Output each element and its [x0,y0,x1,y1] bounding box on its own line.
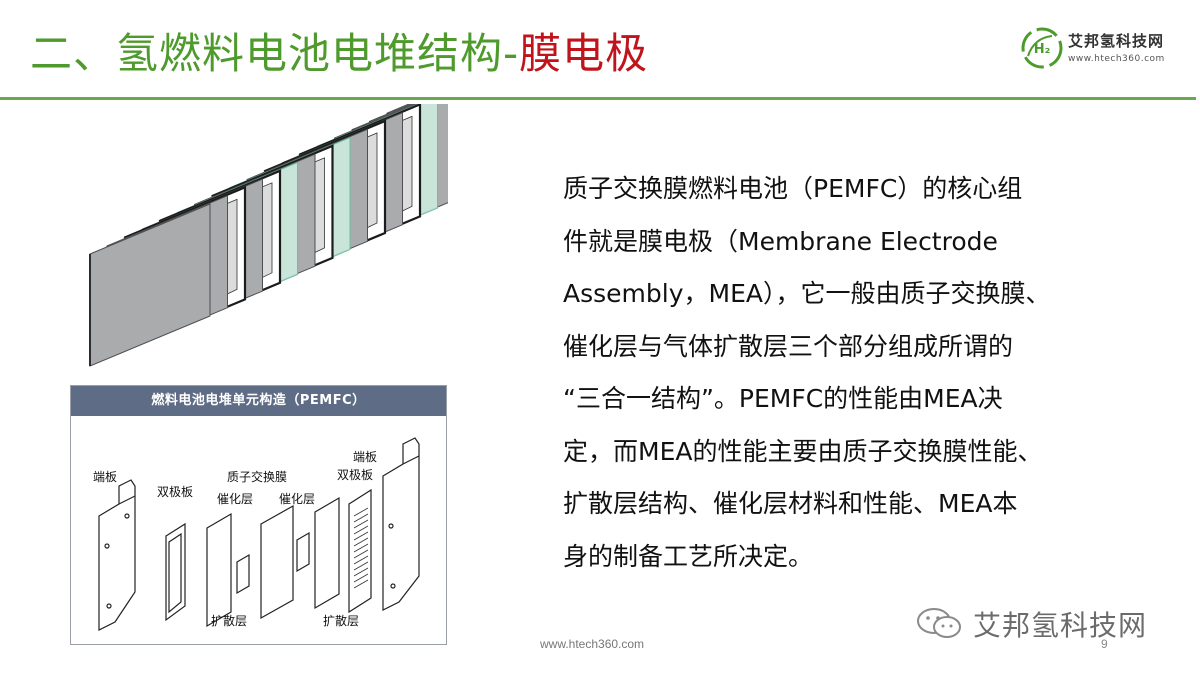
logo-mark-text: H₂ [1034,42,1051,57]
label-end-plate-right: 端板 [353,450,378,464]
slide-title: 二、氢燃料电池电堆结构-膜电极 [30,20,648,81]
slide-title-main: 二、氢燃料电池电堆结构- [30,29,520,78]
slide-title-accent: 膜电极 [519,29,649,78]
body-line: Assembly，MEA），它一般由质子交换膜、 [563,279,1051,308]
label-diffusion-left: 扩散层 [211,614,248,628]
page-number: 9 [1101,637,1108,651]
body-line: 质子交换膜燃料电池（PEMFC）的核心组 [563,174,1023,203]
wechat-icon [917,608,961,638]
label-end-plate-left: 端板 [93,470,118,484]
label-membrane: 质子交换膜 [227,470,288,484]
brand-logo: H₂ 艾邦氢科技网 www.htech360.com [1020,24,1180,72]
label-bipolar-right: 双极板 [337,468,374,482]
end-plate-left-shape [98,479,136,631]
diagram-header: 燃料电池电堆单元构造（PEMFC） [71,386,446,416]
bipolar-plate-left-shape [165,522,186,622]
watermark-text: 艾邦氢科技网 [973,609,1148,642]
membrane-shape [260,504,294,620]
label-bipolar-left: 双极板 [157,485,194,499]
h2-leaf-logo-icon: H₂ [1021,27,1063,69]
catalyst-left-shape [236,553,250,595]
footer-url: www.htech360.com [540,637,645,651]
body-line: 定，而MEA的性能主要由质子交换膜性能、 [563,436,1043,466]
label-diffusion-right: 扩散层 [323,614,360,628]
body-line: 扩散层结构、催化层材料和性能、MEA本 [563,489,1018,518]
body-line: “三合一结构”。PEMFC的性能由MEA决 [563,384,1003,413]
logo-name: 艾邦氢科技网 [1068,32,1165,50]
body-paragraph: 质子交换膜燃料电池（PEMFC）的核心组 件就是膜电极（Membrane Ele… [563,163,1163,583]
label-catalyst-right: 催化层 [279,492,316,506]
title-divider [0,97,1196,100]
logo-url: www.htech360.com [1068,54,1165,64]
body-line: 件就是膜电极（Membrane Electrode [563,226,998,256]
label-catalyst-left: 催化层 [217,492,254,506]
diffusion-layer-left-shape [206,512,232,628]
catalyst-right-shape [296,531,310,573]
pemfc-unit-diagram: 燃料电池电堆单元构造（PEMFC） [70,385,447,645]
fuel-cell-stack-illustration [89,104,448,367]
body-line: 身的制备工艺所决定。 [563,541,814,571]
diffusion-layer-right-shape [314,496,340,610]
end-plate-right-shape [382,437,420,611]
pemfc-exploded-drawing [98,437,420,631]
body-line: 催化层与气体扩散层三个部分组成所谓的 [563,331,1014,361]
